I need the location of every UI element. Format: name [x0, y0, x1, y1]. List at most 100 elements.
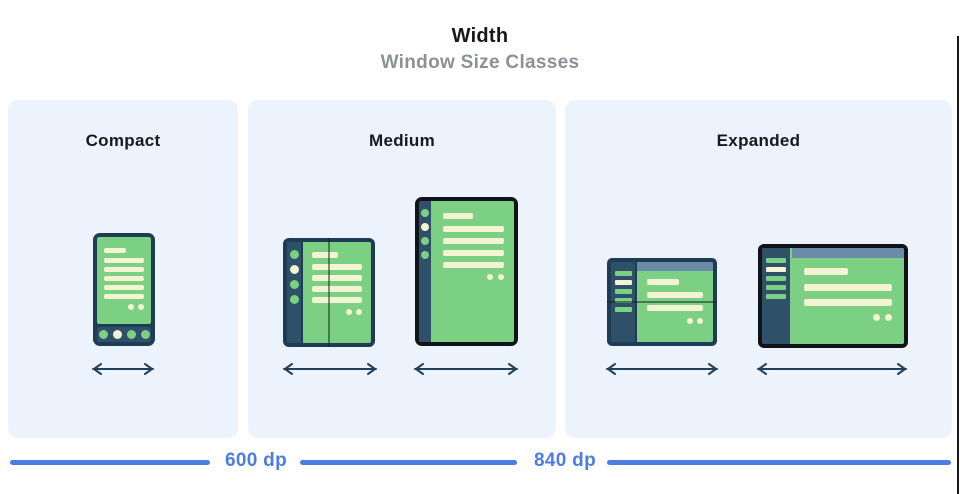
text-line [647, 305, 703, 311]
fold-line [328, 238, 330, 347]
nav-rail [287, 242, 301, 343]
nav-rail [419, 201, 431, 342]
text-line-short [312, 252, 338, 258]
foldable-portrait-icon [283, 238, 375, 347]
text-line-short [804, 268, 848, 275]
dot [346, 309, 352, 315]
rail-bar [614, 289, 632, 294]
dot [138, 304, 144, 310]
nav-circle [112, 330, 122, 339]
foldable-landscape-icon [607, 258, 717, 346]
dot [687, 318, 693, 324]
rail-circle [289, 280, 299, 289]
rail-circle [289, 265, 299, 274]
text-line [312, 275, 362, 281]
rail-bar [766, 276, 786, 281]
dot [885, 314, 892, 321]
axis-line-segment [10, 460, 210, 465]
nav-rail [762, 248, 790, 344]
rail-bar [766, 294, 786, 299]
rail-bar [614, 307, 632, 312]
diagram-title: Width [451, 25, 509, 47]
width-arrow-icon [92, 363, 154, 375]
dot [128, 304, 134, 310]
screen-content [303, 242, 371, 343]
text-line [443, 262, 504, 268]
axis-label-600dp: 600 dp [225, 450, 287, 471]
text-line [804, 299, 892, 306]
dot [498, 274, 504, 280]
rail-circle [289, 250, 299, 259]
dot [873, 314, 880, 321]
screen-content [637, 271, 713, 342]
action-dots [804, 314, 892, 321]
screen-content [792, 258, 904, 344]
panel-compact-devices [8, 100, 238, 438]
panel-expanded-label: Expanded [716, 131, 801, 150]
desktop-icon [758, 244, 908, 348]
device-inner [762, 248, 904, 344]
dot [356, 309, 362, 315]
device-inner [97, 237, 151, 342]
device-screen [303, 242, 371, 343]
text-line [312, 286, 362, 292]
device-inner [287, 242, 371, 343]
panel-expanded: Expanded [565, 100, 952, 438]
panel-compact: Compact [8, 100, 238, 438]
width-arrow-icon [757, 363, 907, 375]
panel-medium-devices [248, 100, 556, 438]
action-dots [312, 309, 362, 315]
nav-circle [140, 330, 150, 339]
rail-circle [421, 223, 429, 231]
rail-bar [614, 271, 632, 276]
dot [487, 274, 493, 280]
nav-bar [97, 327, 151, 342]
nav-circle [98, 330, 108, 339]
text-line [312, 297, 362, 303]
tablet-portrait-icon [415, 197, 518, 346]
text-line [104, 276, 144, 281]
text-line [443, 226, 504, 232]
app-header-bar [792, 248, 904, 258]
screenshot-edge-artifact [957, 36, 959, 494]
rail-bar [766, 267, 786, 272]
text-line [312, 264, 362, 270]
width-arrow-icon [283, 363, 377, 375]
nav-circle [126, 330, 136, 339]
device-screen [433, 201, 514, 342]
rail-bar [766, 258, 786, 263]
text-line [443, 238, 504, 244]
panel-expanded-devices [565, 100, 952, 438]
fold-line [607, 301, 717, 303]
axis-line-segment [607, 460, 951, 465]
panel-medium-label: Medium [368, 131, 436, 150]
panel-compact-label: Compact [85, 131, 161, 150]
rail-circle [421, 237, 429, 245]
action-dots [647, 318, 703, 324]
device-inner [419, 201, 514, 342]
diagram-subtitle: Window Size Classes [380, 52, 580, 73]
dot [697, 318, 703, 324]
action-dots [443, 274, 504, 280]
axis-line-segment [300, 460, 517, 465]
screen-content [433, 201, 514, 342]
app-header-bar [637, 262, 713, 271]
axis-label-840dp: 840 dp [534, 450, 596, 471]
rail-circle [421, 251, 429, 259]
rail-bar [766, 285, 786, 290]
panel-medium: Medium [248, 100, 556, 438]
device-screen [792, 248, 904, 344]
width-arrow-icon [414, 363, 518, 375]
text-line [104, 258, 144, 263]
width-arrow-icon [606, 363, 718, 375]
rail-circle [289, 295, 299, 304]
text-line [104, 285, 144, 290]
text-line [804, 284, 892, 291]
text-line [104, 294, 144, 299]
rail-bar [614, 298, 632, 303]
device-screen [97, 237, 151, 324]
rail-circle [421, 209, 429, 217]
action-dots [104, 304, 144, 310]
text-line [104, 267, 144, 272]
text-line-short [647, 279, 679, 285]
